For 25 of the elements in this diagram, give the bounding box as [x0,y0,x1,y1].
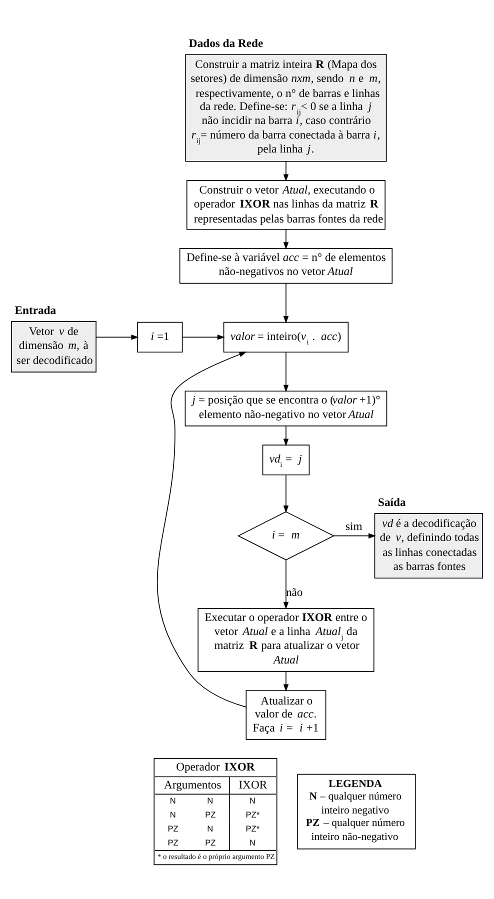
node-label: Saída [378,496,406,509]
node-box: valor = inteiro(v$_{i}$ . acc) [223,321,349,352]
arrow [283,282,289,324]
node-diamond: i = m [237,510,335,560]
arrow [182,334,225,340]
node-box: i =1 [137,321,183,352]
arrow [283,670,289,692]
arrow [283,559,289,609]
node-label: Entrada [14,304,56,317]
arrow [283,160,289,182]
node-box: LEGENDA N – qualquer número inteiro negativo PZ – qualquer número inteiro não-negativo [297,773,416,849]
node-box: Construir o vetor Atual, executando o operador IXOR nas linhas da matriz R representadas pelas barras fontes da rede [186,180,386,230]
node-box: vd$_{i}$ = j [262,444,310,475]
arrow [283,425,289,446]
arrow [96,334,139,340]
node-box: Define-se à variável acc = n° de elementos não-negativos no vetor Atual [179,248,393,284]
arrow [157,351,247,707]
arrow [283,352,289,392]
arrow [283,474,289,512]
node-box: Executar o operador IXOR entre o vetor Atual e a linha Atual$_{j}$ da matriz R para atualizar o vetor Atual [198,608,374,672]
arrow [283,228,289,250]
arrow [333,532,376,538]
node-label: Dados da Rede [188,36,264,50]
node-box: Atualizar o valor de acc. Faça i = i +1 [246,690,326,740]
edge-label: sim [345,520,362,533]
